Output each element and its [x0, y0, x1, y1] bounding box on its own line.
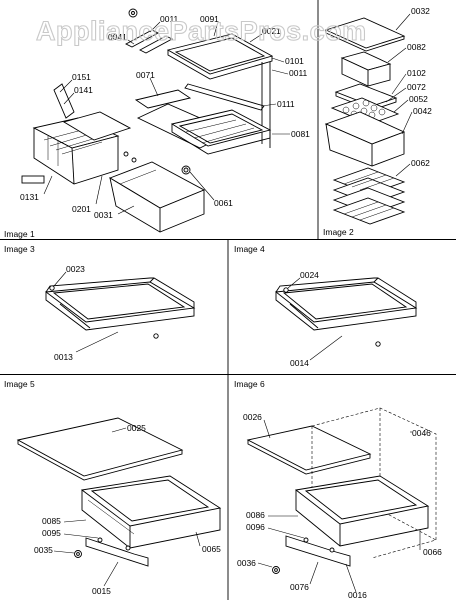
part-label: 0085	[42, 516, 61, 526]
part-label: 0065	[202, 544, 221, 554]
caption-image-1: Image 1	[4, 229, 35, 239]
part-label: 0102	[407, 68, 426, 78]
part-label: 0072	[407, 82, 426, 92]
part-label: 0095	[42, 528, 61, 538]
part-label: 0131	[20, 192, 39, 202]
part-label: 0036	[237, 558, 256, 568]
part-label: 0021	[262, 26, 281, 36]
part-label: 0011	[289, 68, 308, 78]
part-label: 0046	[412, 428, 431, 438]
part-label: 0151	[72, 72, 91, 82]
caption-image-3: Image 3	[4, 244, 35, 254]
part-label: 0086	[246, 510, 265, 520]
part-label: 0071	[136, 70, 155, 80]
leader-lines	[43, 13, 421, 593]
image-6-drawing	[246, 407, 437, 574]
ice-tray-stack	[332, 167, 406, 225]
part-label: 0101	[285, 56, 304, 66]
part-label: 0076	[290, 582, 309, 592]
part-label: 0062	[411, 158, 430, 168]
caption-image-2: Image 2	[323, 227, 354, 237]
image-5-drawing	[16, 417, 222, 567]
part-labels: 0011 0091 0041 0021 0101 0011 0151 0141 …	[20, 6, 442, 600]
caption-image-4: Image 4	[234, 244, 265, 254]
part-label: 0015	[92, 586, 111, 596]
part-label: 0032	[411, 6, 430, 16]
part-label: 0081	[291, 129, 310, 139]
image-3-drawing	[44, 277, 196, 339]
part-label: 0013	[54, 352, 73, 362]
part-label: 0016	[348, 590, 367, 600]
part-label: 0025	[127, 423, 146, 433]
part-label: 0042	[413, 106, 432, 116]
part-label: 0035	[34, 545, 53, 555]
part-label: 0031	[94, 210, 113, 220]
part-label: 0096	[246, 522, 265, 532]
part-label: 0111	[277, 99, 295, 109]
part-label: 0091	[200, 14, 219, 24]
image-4-drawing	[274, 277, 418, 347]
part-label: 0024	[300, 270, 319, 280]
part-label: 0026	[243, 412, 262, 422]
part-label: 0023	[66, 264, 85, 274]
panel-captions: Image 1 Image 2 Image 3 Image 4 Image 5 …	[4, 227, 354, 389]
part-label: 0082	[407, 42, 426, 52]
part-label: 0141	[74, 85, 93, 95]
part-label: 0052	[409, 94, 428, 104]
image-2-drawing	[324, 17, 406, 225]
caption-image-6: Image 6	[234, 379, 265, 389]
part-label: 0061	[214, 198, 233, 208]
part-label: 0011	[160, 14, 179, 24]
part-label: 0041	[108, 32, 127, 42]
caption-image-5: Image 5	[4, 379, 35, 389]
part-label: 0066	[423, 547, 442, 557]
image-1-drawing	[21, 8, 274, 233]
watermark: AppliancePartsPros.com	[36, 16, 367, 46]
part-label: 0014	[290, 358, 309, 368]
part-label: 0201	[72, 204, 91, 214]
